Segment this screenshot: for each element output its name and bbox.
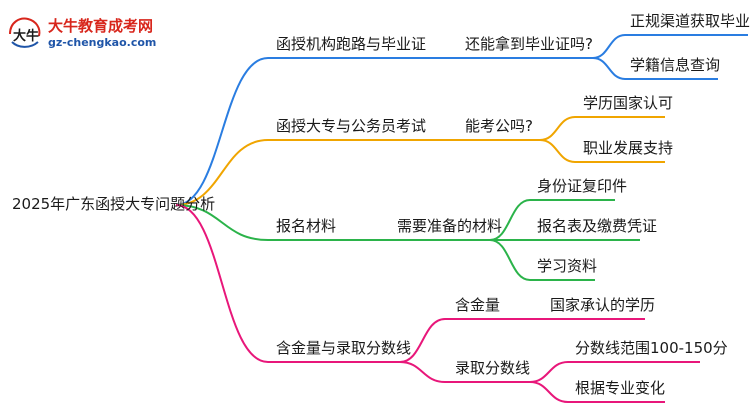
logo-title: 大牛教育成考网	[48, 17, 154, 35]
branch-3-leaf-3[interactable]: 学习资料	[537, 257, 598, 275]
site-logo[interactable]: 大牛 大牛教育成考网 gz-chengkao.com	[6, 14, 206, 54]
branch-3-label[interactable]: 报名材料	[276, 217, 337, 235]
branch-4-connector	[175, 204, 269, 363]
mindmap-root[interactable]: 2025年广东函授大专问题分析	[12, 195, 216, 213]
branch-3-sub-label[interactable]: 需要准备的材料	[397, 217, 503, 235]
branch-2-connector	[175, 139, 269, 206]
branch-1-sub-label[interactable]: 还能拿到毕业证吗?	[465, 35, 593, 53]
branch-4-sub-2-connector	[399, 361, 446, 383]
branch-4-sub-1-label[interactable]: 含金量	[455, 296, 501, 314]
branch-4-sub-1-leaf-1[interactable]: 国家承认的学历	[550, 296, 656, 314]
branch-1-leaf-2-connector	[592, 57, 626, 80]
branch-1-leaf-1[interactable]: 正规渠道获取毕业证	[630, 12, 750, 30]
branch-4-sub-2-label[interactable]: 录取分数线	[455, 359, 531, 377]
logo-mark-text: 大牛	[13, 29, 40, 44]
branch-2-leaf-1[interactable]: 学历国家认可	[583, 94, 674, 112]
branch-4-label[interactable]: 含金量与录取分数线	[276, 339, 412, 357]
branch-2-sub-label[interactable]: 能考公吗?	[465, 117, 533, 135]
branch-2-leaf-1-connector	[539, 116, 576, 141]
branch-3-leaf-2[interactable]: 报名表及缴费凭证	[537, 217, 658, 235]
branch-4-sub-2-leaf-2-connector	[529, 381, 569, 403]
branch-4-sub-1-connector	[399, 318, 446, 363]
branch-1-leaf-2[interactable]: 学籍信息查询	[630, 56, 721, 74]
branch-1-label[interactable]: 函授机构跑路与毕业证	[276, 35, 427, 53]
branch-3-leaf-1[interactable]: 身份证复印件	[537, 177, 628, 195]
logo-url: gz-chengkao.com	[48, 36, 157, 49]
branch-2-leaf-2-connector	[539, 139, 576, 163]
branch-3-connector	[175, 204, 269, 241]
branch-4-sub-2-leaf-1-connector	[529, 361, 569, 383]
logo-mark-icon	[9, 17, 41, 48]
branch-3-leaf-3-connector	[489, 239, 531, 281]
branch-2-label[interactable]: 函授大专与公务员考试	[276, 117, 427, 135]
branch-2-leaf-2[interactable]: 职业发展支持	[583, 139, 674, 157]
branch-3-leaf-1-connector	[489, 199, 531, 241]
branch-4-sub-2-leaf-1[interactable]: 分数线范围100-150分	[575, 339, 728, 357]
branch-1-connector	[175, 57, 269, 206]
branch-1-leaf-1-connector	[592, 34, 626, 59]
branch-4-sub-2-leaf-2[interactable]: 根据专业变化	[575, 379, 666, 397]
